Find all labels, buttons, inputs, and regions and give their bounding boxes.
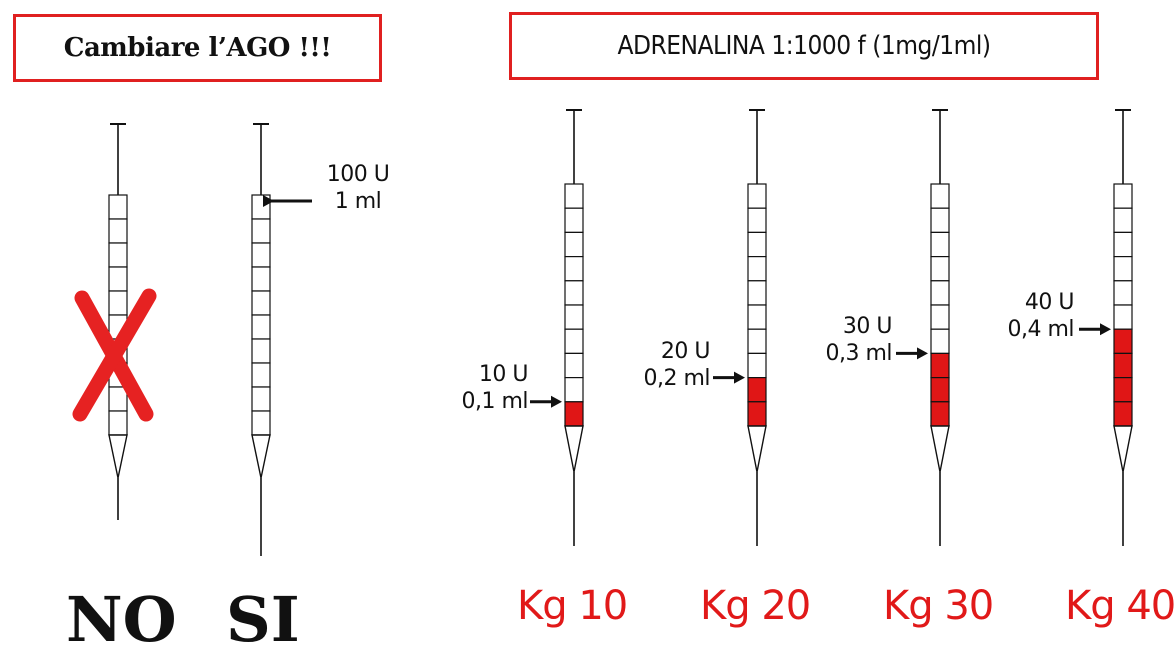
si-syringe-empty-unit	[251, 386, 271, 412]
adrenaline-syringe-2-empty-unit	[747, 256, 767, 282]
dose-block-3: 30 U 0,3 ml	[784, 313, 892, 367]
adrenaline-syringe-3-empty-unit	[930, 256, 950, 282]
dose-block-4: 40 U 0,4 ml	[966, 289, 1074, 343]
adrenaline-syringe-1-filled-unit	[564, 401, 584, 427]
no-label: NO	[66, 583, 177, 655]
adrenaline-syringe-3-empty-unit	[930, 231, 950, 258]
adrenaline-syringe-2-filled-unit	[747, 401, 767, 427]
adrenaline-syringe-2-tip	[747, 425, 767, 473]
adrenaline-syringe-2-empty-unit	[747, 183, 767, 209]
adrenaline-syringe-2-empty-unit	[747, 352, 767, 379]
adrenaline-syringe-4-empty-unit	[1113, 256, 1133, 282]
adrenaline-syringe-1-empty-unit	[564, 304, 584, 330]
needle-title-box: Cambiare l’AGO !!!	[13, 14, 382, 82]
dose-block-1: 10 U 0,1 ml	[420, 361, 528, 415]
dose-ml-3: 0,3 ml	[825, 341, 892, 366]
weight-label-3: Kg 30	[883, 583, 994, 629]
si-syringe-empty-unit	[251, 314, 271, 340]
adrenaline-syringe-3-filled-unit	[930, 377, 950, 403]
adrenaline-syringe-4-filled-unit	[1113, 401, 1133, 427]
adrenaline-syringe-3-empty-unit	[930, 280, 950, 306]
adrenaline-syringe-3-filled-unit	[930, 352, 950, 379]
adrenaline-syringe-2-empty-unit	[747, 280, 767, 306]
si-syringe-empty-unit	[251, 266, 271, 292]
adrenaline-syringe-2-empty-unit	[747, 207, 767, 233]
weight-label-2: Kg 20	[700, 583, 811, 629]
cross-stroke-2	[72, 288, 157, 422]
si-syringe-empty-unit	[251, 410, 271, 436]
adrenaline-title: ADRENALINA 1:1000 f (1mg/1ml)	[617, 31, 991, 61]
adrenaline-syringe-1-tip	[564, 425, 584, 473]
adrenaline-syringe-4-filled-unit	[1113, 352, 1133, 379]
adrenaline-syringe-3-empty-unit	[930, 183, 950, 209]
si-syringe-empty-unit	[251, 242, 271, 268]
needle-title: Cambiare l’AGO !!!	[63, 33, 332, 63]
no-syringe-tip	[108, 434, 128, 479]
adrenaline-syringe-1-empty-unit	[564, 328, 584, 355]
no-syringe-empty-unit	[108, 194, 128, 220]
adrenaline-syringe-1-empty-unit	[564, 280, 584, 306]
adrenaline-syringe-4-empty-unit	[1113, 231, 1133, 258]
adrenaline-syringe-4-empty-unit	[1113, 304, 1133, 330]
dose-arrow-3-head	[917, 347, 928, 360]
dose-ml-2: 0,2 ml	[643, 366, 710, 391]
si-syringe-empty-unit	[251, 290, 271, 316]
no-syringe-empty-unit	[108, 266, 128, 292]
adrenaline-syringe-1-empty-unit	[564, 377, 584, 403]
dose-arrow-2-head	[734, 371, 745, 384]
adrenaline-syringe-2-empty-unit	[747, 231, 767, 258]
dose-units-1: 10 U	[478, 362, 529, 387]
weight-label-4: Kg 40	[1065, 583, 1174, 629]
adrenaline-syringe-1-empty-unit	[564, 231, 584, 258]
no-syringe-empty-unit	[108, 410, 128, 436]
adrenaline-syringe-1-empty-unit	[564, 207, 584, 233]
dose-units-2: 20 U	[660, 339, 711, 364]
si-syringe-empty-unit	[251, 362, 271, 388]
si-syringe-tip	[251, 434, 271, 479]
adrenaline-syringe-4-empty-unit	[1113, 280, 1133, 306]
si-dose-units: 100 U	[326, 162, 390, 187]
adrenaline-syringe-1-empty-unit	[564, 352, 584, 379]
adrenaline-syringe-4-tip	[1113, 425, 1133, 473]
dose-ml-1: 0,1 ml	[461, 389, 528, 414]
no-syringe-empty-unit	[108, 290, 128, 316]
si-arrow-head	[263, 195, 274, 207]
adrenaline-syringe-3-empty-unit	[930, 304, 950, 330]
weight-label-1: Kg 10	[517, 583, 628, 629]
adrenaline-syringe-4-empty-unit	[1113, 207, 1133, 233]
no-syringe-empty-unit	[108, 242, 128, 268]
dose-block-2: 20 U 0,2 ml	[602, 338, 710, 392]
no-syringe-empty-unit	[108, 386, 128, 412]
si-syringe-empty-unit	[251, 218, 271, 244]
si-dose-block: 100 U 1 ml	[318, 161, 398, 215]
si-dose-ml: 1 ml	[334, 189, 382, 214]
no-syringe-empty-unit	[108, 218, 128, 244]
adrenaline-syringe-3-empty-unit	[930, 328, 950, 355]
adrenaline-syringe-1-empty-unit	[564, 256, 584, 282]
adrenaline-syringe-2-empty-unit	[747, 328, 767, 355]
si-label: SI	[226, 583, 300, 655]
dose-units-4: 40 U	[1024, 290, 1075, 315]
adrenaline-syringe-4-empty-unit	[1113, 183, 1133, 209]
dose-arrow-4-head	[1100, 323, 1111, 336]
dose-arrow-1-head	[551, 395, 562, 408]
adrenaline-syringe-3-empty-unit	[930, 207, 950, 233]
adrenaline-syringe-2-empty-unit	[747, 304, 767, 330]
adrenaline-syringe-3-tip	[930, 425, 950, 473]
adrenaline-syringe-3-filled-unit	[930, 401, 950, 427]
dose-units-3: 30 U	[842, 314, 893, 339]
si-syringe-empty-unit	[251, 338, 271, 364]
adrenaline-syringe-1-empty-unit	[564, 183, 584, 209]
dose-ml-4: 0,4 ml	[1007, 317, 1074, 342]
adrenaline-syringe-4-filled-unit	[1113, 377, 1133, 403]
adrenaline-syringe-2-filled-unit	[747, 377, 767, 403]
adrenaline-title-box: ADRENALINA 1:1000 f (1mg/1ml)	[509, 12, 1099, 80]
adrenaline-syringe-4-filled-unit	[1113, 328, 1133, 355]
